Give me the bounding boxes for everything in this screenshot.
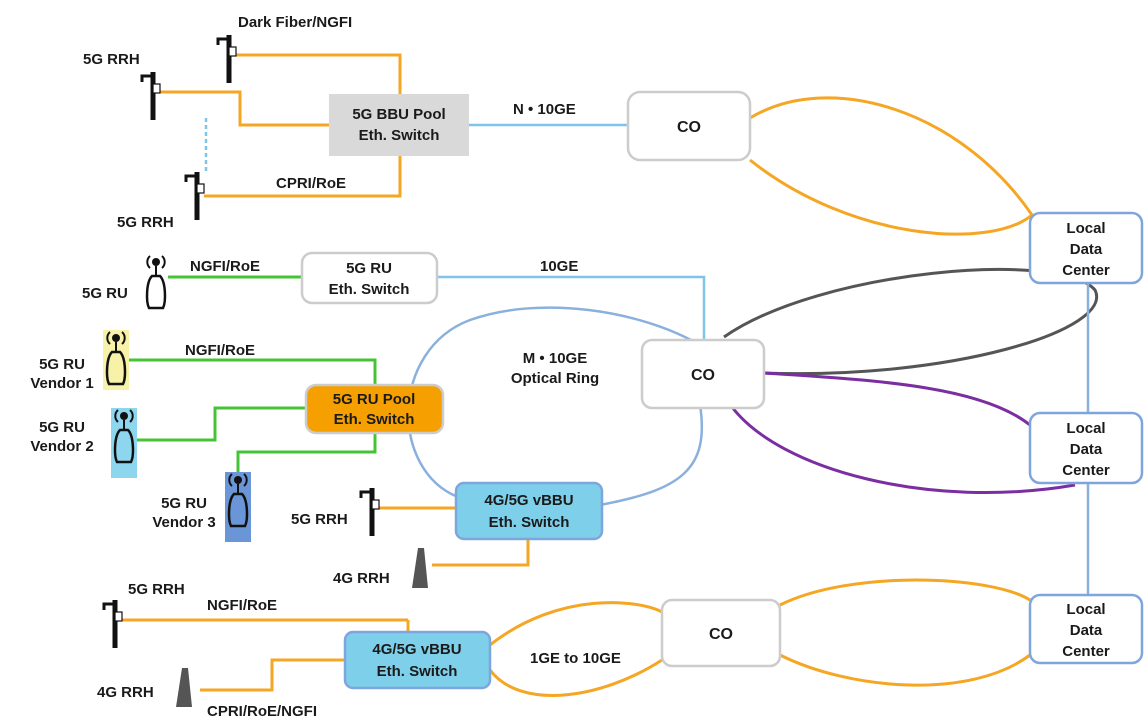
- local-data-center-mid[interactable]: Local Data Center: [1028, 411, 1144, 485]
- label-rrh-top-bottom: 5G RRH: [117, 214, 174, 231]
- svg-text:Local: Local: [1066, 420, 1105, 437]
- line-rrh3-bbu: [204, 155, 402, 198]
- label-vendor1-b: Vendor 1: [30, 375, 93, 392]
- label-dark-fiber: Dark Fiber/NGFI: [238, 14, 352, 31]
- label-vendor2-b: Vendor 2: [30, 438, 93, 455]
- loop-vbbu-co-bottom: [488, 601, 663, 697]
- ru-pool-switch[interactable]: 5G RU Pool Eth. Switch: [304, 383, 445, 435]
- co-top[interactable]: CO: [626, 90, 752, 162]
- label-4g-rrh-mid: 4G RRH: [333, 570, 390, 587]
- line-rrh2-bbu: [160, 90, 330, 127]
- line-vendor2: [126, 406, 306, 442]
- label-ring-b: Optical Ring: [511, 370, 599, 387]
- pole-icon: [102, 598, 124, 650]
- ru-eth-switch[interactable]: 5G RU Eth. Switch: [300, 251, 439, 305]
- pole-icon: [359, 486, 381, 538]
- svg-text:Local: Local: [1066, 220, 1105, 237]
- svg-text:CO: CO: [709, 626, 733, 643]
- line-4g-bottom-vbbu: [200, 658, 346, 692]
- svg-text:Data: Data: [1070, 441, 1103, 458]
- label-vendor2-a: 5G RU: [39, 419, 85, 436]
- line-vendor1: [126, 358, 377, 385]
- vbbu-switch-bottom[interactable]: 4G/5G vBBU Eth. Switch: [343, 630, 492, 690]
- pole-icon: [184, 170, 206, 222]
- svg-text:Center: Center: [1062, 262, 1110, 279]
- optical-ring: [407, 306, 704, 507]
- loop-co-bottom-ldc-bottom: [779, 578, 1031, 687]
- label-vendor3-a: 5G RU: [161, 495, 207, 512]
- svg-text:CO: CO: [677, 119, 701, 136]
- label-n-10ge: N • 10GE: [513, 101, 576, 118]
- label-ngfi-roe-3: NGFI/RoE: [207, 597, 277, 614]
- label-4g-rrh-bottom: 4G RRH: [97, 684, 154, 701]
- nodes: 5G BBU Pool Eth. Switch CO Local Data Ce…: [300, 90, 1144, 690]
- label-ngfi-roe-1: NGFI/RoE: [190, 258, 260, 275]
- svg-text:Eth. Switch: Eth. Switch: [489, 514, 570, 531]
- vbbu-switch-mid[interactable]: 4G/5G vBBU Eth. Switch: [454, 481, 604, 541]
- label-vendor3-b: Vendor 3: [152, 514, 215, 531]
- devices: [102, 33, 428, 707]
- co-mid[interactable]: CO: [640, 338, 766, 410]
- pole-icon: [140, 70, 162, 122]
- svg-text:Data: Data: [1070, 622, 1103, 639]
- line-vendor3: [236, 433, 377, 475]
- bbu-pool-switch[interactable]: 5G BBU Pool Eth. Switch: [329, 94, 469, 156]
- label-ring-a: M • 10GE: [523, 350, 587, 367]
- line-ruswitch-co-mid: [437, 275, 706, 340]
- svg-text:5G RU Pool: 5G RU Pool: [333, 391, 416, 408]
- svg-text:Local: Local: [1066, 601, 1105, 618]
- label-vendor1-a: 5G RU: [39, 356, 85, 373]
- pole-icon: [216, 33, 238, 85]
- label-1ge-10ge: 1GE to 10GE: [530, 650, 621, 667]
- svg-text:Eth. Switch: Eth. Switch: [329, 281, 410, 298]
- label-ngfi-roe-2: NGFI/RoE: [185, 342, 255, 359]
- loop-co-mid-ldc-top: [723, 268, 1099, 376]
- svg-text:Eth. Switch: Eth. Switch: [359, 127, 440, 144]
- loop-co-top-ldc-top: [749, 96, 1035, 236]
- local-data-center-bottom[interactable]: Local Data Center: [1028, 593, 1144, 665]
- label-ru-single: 5G RU: [82, 285, 128, 302]
- line-4g-mid-vbbu: [432, 540, 530, 567]
- svg-text:4G/5G vBBU: 4G/5G vBBU: [372, 641, 461, 658]
- label-rrh-bottom: 5G RRH: [128, 581, 185, 598]
- label-10ge: 10GE: [540, 258, 578, 275]
- svg-text:Eth. Switch: Eth. Switch: [377, 663, 458, 680]
- local-data-center-top[interactable]: Local Data Center: [1028, 211, 1144, 285]
- label-cpri-roe: CPRI/RoE: [276, 175, 346, 192]
- labels: Dark Fiber/NGFI 5G RRH CPRI/RoE 5G RRH N…: [30, 14, 621, 720]
- label-rrh-top: 5G RRH: [83, 51, 140, 68]
- antenna-4g-icon: [412, 548, 428, 588]
- line-rrh1-bbu: [236, 53, 402, 95]
- connections: [120, 53, 1099, 697]
- label-cpri-roe-ngfi: CPRI/RoE/NGFI: [207, 703, 317, 720]
- co-bottom[interactable]: CO: [660, 598, 782, 668]
- svg-text:Data: Data: [1070, 241, 1103, 258]
- ru-antenna-icon: [145, 254, 167, 310]
- svg-text:5G BBU Pool: 5G BBU Pool: [352, 106, 445, 123]
- label-rrh-mid: 5G RRH: [291, 511, 348, 528]
- svg-text:Eth. Switch: Eth. Switch: [334, 411, 415, 428]
- line-co-mid-ldc-mid-b: [730, 406, 1076, 495]
- svg-text:Center: Center: [1062, 462, 1110, 479]
- line-co-mid-ldc-mid-a: [763, 371, 1031, 427]
- svg-text:4G/5G vBBU: 4G/5G vBBU: [484, 492, 573, 509]
- svg-text:Center: Center: [1062, 643, 1110, 660]
- svg-text:CO: CO: [691, 367, 715, 384]
- antenna-4g-icon: [176, 668, 192, 707]
- svg-text:5G RU: 5G RU: [346, 260, 392, 277]
